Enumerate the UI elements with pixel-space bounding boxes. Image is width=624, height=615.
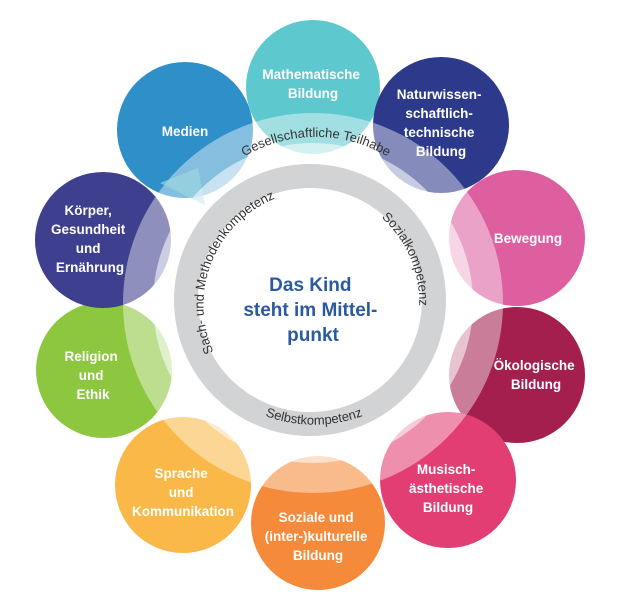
- petal-math-label: Mathematische Bildung: [262, 67, 363, 101]
- overlay-notch: [160, 168, 205, 205]
- ring-label-selbst: Selbstkompetenz: [264, 405, 364, 428]
- petal-sprache: Sprache und Kommunikation: [115, 417, 251, 553]
- petal-math-circle: [246, 20, 380, 154]
- petal-medien-label: Medien: [162, 124, 209, 139]
- petal-sozial: Soziale und (inter-)kulturelle Bildung: [251, 456, 385, 590]
- petal-bewegung-circle: [449, 170, 585, 306]
- petal-koerper-label: Körper, Gesundheit und Ernährung: [51, 203, 129, 275]
- petal-musik-circle: [380, 412, 516, 548]
- petal-medien-circle: [117, 62, 253, 198]
- petal-musik: Musisch- ästhetische Bildung: [380, 412, 516, 548]
- petal-musik-label: Musisch- ästhetische Bildung: [409, 462, 487, 515]
- petal-math: Mathematische Bildung: [246, 20, 380, 154]
- petal-natur-circle: [373, 57, 509, 193]
- petal-medien: Medien: [117, 62, 253, 198]
- petal-religion-circle: [36, 302, 172, 438]
- petal-religion-label: Religion und Ethik: [64, 349, 121, 402]
- petal-oeko-circle: [449, 307, 585, 443]
- petal-natur: Naturwissen- schaftlich- technische Bild…: [373, 57, 509, 193]
- center-title: Das Kind steht im Mittel- punkt: [243, 275, 382, 346]
- petal-sozial-circle: [251, 456, 385, 590]
- petal-bewegung-label: Bewegung: [494, 231, 562, 246]
- petal-bewegung: Bewegung: [449, 170, 585, 306]
- center-disc: [198, 188, 422, 412]
- petal-oeko-label: Ökologische Bildung: [494, 358, 579, 392]
- petal-sprache-label: Sprache und Kommunikation: [132, 466, 234, 519]
- petal-natur-label: Naturwissen- schaftlich- technische Bild…: [397, 87, 486, 159]
- petal-sprache-circle: [115, 417, 251, 553]
- petal-koerper: Körper, Gesundheit und Ernährung: [35, 172, 171, 308]
- petal-oeko: Ökologische Bildung: [449, 307, 585, 443]
- petal-religion: Religion und Ethik: [36, 302, 172, 438]
- petal-sozial-label: Soziale und (inter-)kulturelle Bildung: [265, 510, 372, 563]
- petal-koerper-circle: [35, 172, 171, 308]
